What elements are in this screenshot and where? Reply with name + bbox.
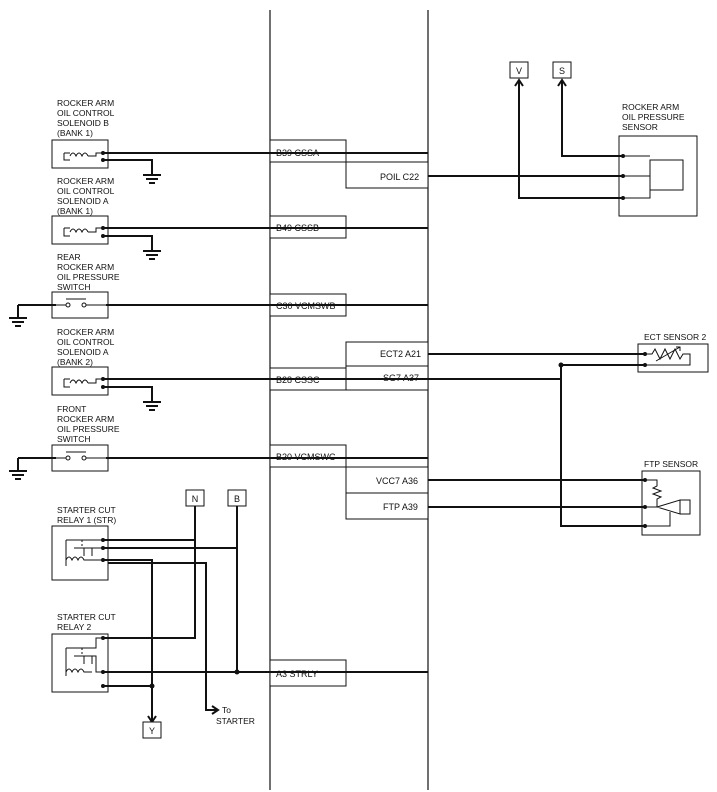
pin-label-ftp: FTP A39 — [383, 502, 418, 512]
relay1-label: STARTER CUT RELAY 1 (STR) — [57, 505, 118, 525]
wire-solenoid-b-ground — [103, 159, 153, 175]
tag-y-label: Y — [149, 726, 155, 736]
ground-icon — [143, 174, 161, 184]
tag-s — [552, 61, 572, 79]
front-switch-label: FRONT ROCKER ARM OIL PRESSURE SWITCH — [57, 404, 122, 444]
ftp-sensor — [641, 470, 701, 536]
tag-s-label: S — [559, 66, 565, 76]
starter-cut-relay-2 — [51, 633, 109, 693]
wire-solenoid-a-bank2-ground — [103, 386, 153, 402]
wire-relay1-coil — [103, 559, 153, 720]
solenoid-a-bank2 — [51, 366, 109, 396]
wire-sensor-v — [518, 80, 623, 199]
pin-box-b20 — [269, 444, 347, 468]
solenoid-a-bank1 — [51, 215, 109, 245]
wire-relay2-n — [103, 505, 196, 639]
solenoid-a-bank2-label: ROCKER ARM OIL CONTROL SOLENOID A (BANK … — [57, 327, 117, 367]
solenoid-b-bank1 — [51, 139, 109, 169]
pin-label-vcc7: VCC7 A36 — [376, 476, 418, 486]
relay2-label: STARTER CUT RELAY 2 — [57, 612, 118, 632]
starter-cut-relay-1 — [51, 525, 109, 581]
tag-b-label: B — [234, 494, 240, 504]
rear-switch-label: REAR ROCKER ARM OIL PRESSURE SWITCH — [57, 252, 122, 292]
wire-sensor-s — [561, 80, 623, 157]
pin-label-ect2: ECT2 A21 — [380, 349, 421, 359]
tag-b — [227, 489, 247, 507]
ground-icon — [9, 458, 27, 480]
ground-icon — [143, 250, 161, 260]
oil-pressure-sensor-label: ROCKER ARM OIL PRESSURE SENSOR — [622, 102, 687, 132]
rocker-arm-oil-pressure-sensor — [618, 135, 698, 217]
ground-icon — [9, 305, 27, 327]
ect-sensor-2 — [637, 343, 709, 373]
wire-sg7 — [428, 364, 645, 380]
ect-sensor-label: ECT SENSOR 2 — [644, 332, 706, 342]
tag-n — [185, 489, 205, 507]
wire-sg7-to-ftp — [560, 365, 645, 527]
tag-v-label: V — [516, 66, 522, 76]
solenoid-b-bank1-label: ROCKER ARM OIL CONTROL SOLENOID B (BANK … — [57, 98, 117, 138]
ftp-sensor-label: FTP SENSOR — [644, 459, 698, 469]
solenoid-a-bank1-label: ROCKER ARM OIL CONTROL SOLENOID A (BANK … — [57, 176, 117, 216]
tag-y — [142, 721, 162, 739]
rear-oil-pressure-switch — [51, 291, 109, 319]
ground-icon — [143, 401, 161, 411]
wire-to-starter — [108, 562, 216, 711]
pin-label-poil: POIL C22 — [380, 172, 419, 182]
tag-v — [509, 61, 529, 79]
pin-box-ftp — [345, 492, 429, 520]
pin-box-ect2 — [345, 341, 429, 367]
pin-box-b39 — [269, 139, 347, 163]
front-oil-pressure-switch — [51, 444, 109, 472]
tag-n-label: N — [192, 494, 199, 504]
wire-solenoid-a-ground — [103, 235, 153, 251]
pin-label-a3: A3 STRLY — [276, 669, 318, 679]
to-starter-label: To STARTER — [216, 705, 255, 726]
